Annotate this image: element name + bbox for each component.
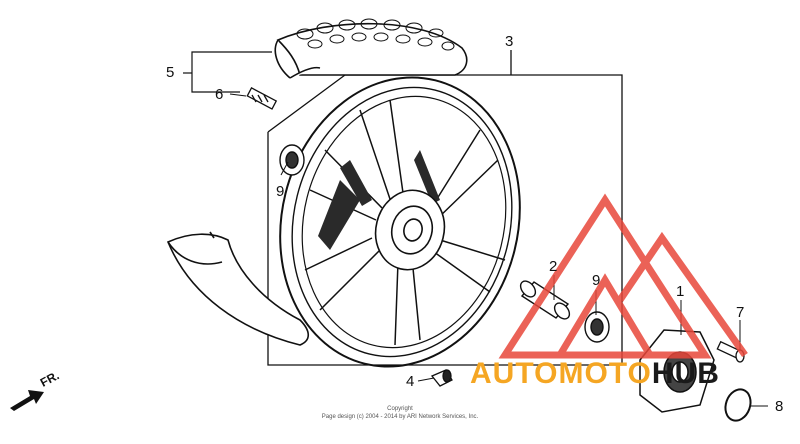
- tire-upper-section: [274, 22, 468, 79]
- callout-5: 5: [166, 64, 175, 81]
- callout-6: 6: [215, 86, 224, 103]
- watermark-brand: AUTOMOTOHUB: [470, 357, 720, 391]
- copyright-line-2: Page design (c) 2004 - 2014 by ARI Netwo…: [321, 414, 479, 420]
- item-5-bracket: [183, 51, 272, 93]
- tire-lower-section: [166, 231, 310, 346]
- watermark-brand-part1: AUTOMOTO: [470, 357, 652, 390]
- o-ring: [724, 388, 752, 422]
- bearing-lower: [584, 311, 610, 343]
- watermark-logo: [498, 193, 748, 359]
- wheel-hub: [374, 189, 446, 271]
- callout-7: 7: [736, 304, 745, 321]
- collar: [519, 280, 571, 320]
- valve-stem: [246, 87, 278, 110]
- callout-2: 2: [549, 258, 558, 275]
- callout-1: 1: [676, 283, 685, 300]
- callout-9-upper: 9: [276, 183, 285, 200]
- wheel-spokes: [304, 99, 506, 346]
- wheel-rim: [279, 76, 521, 368]
- watermark-brand-part2: HUB: [651, 357, 720, 390]
- front-direction-arrow: [10, 390, 44, 411]
- flange-bolt: [716, 340, 745, 363]
- bearing-upper: [279, 144, 305, 176]
- tire-tread: [296, 18, 455, 51]
- callout-4: 4: [406, 373, 415, 390]
- callout-8: 8: [775, 398, 784, 415]
- copyright-line-1: Copyright: [387, 406, 413, 412]
- callout-3: 3: [505, 33, 514, 50]
- final-driven-flange: [639, 329, 715, 413]
- wheel-spoke-infill: [318, 150, 440, 250]
- callout-9-lower: 9: [592, 272, 601, 289]
- valve-cap: [430, 369, 453, 387]
